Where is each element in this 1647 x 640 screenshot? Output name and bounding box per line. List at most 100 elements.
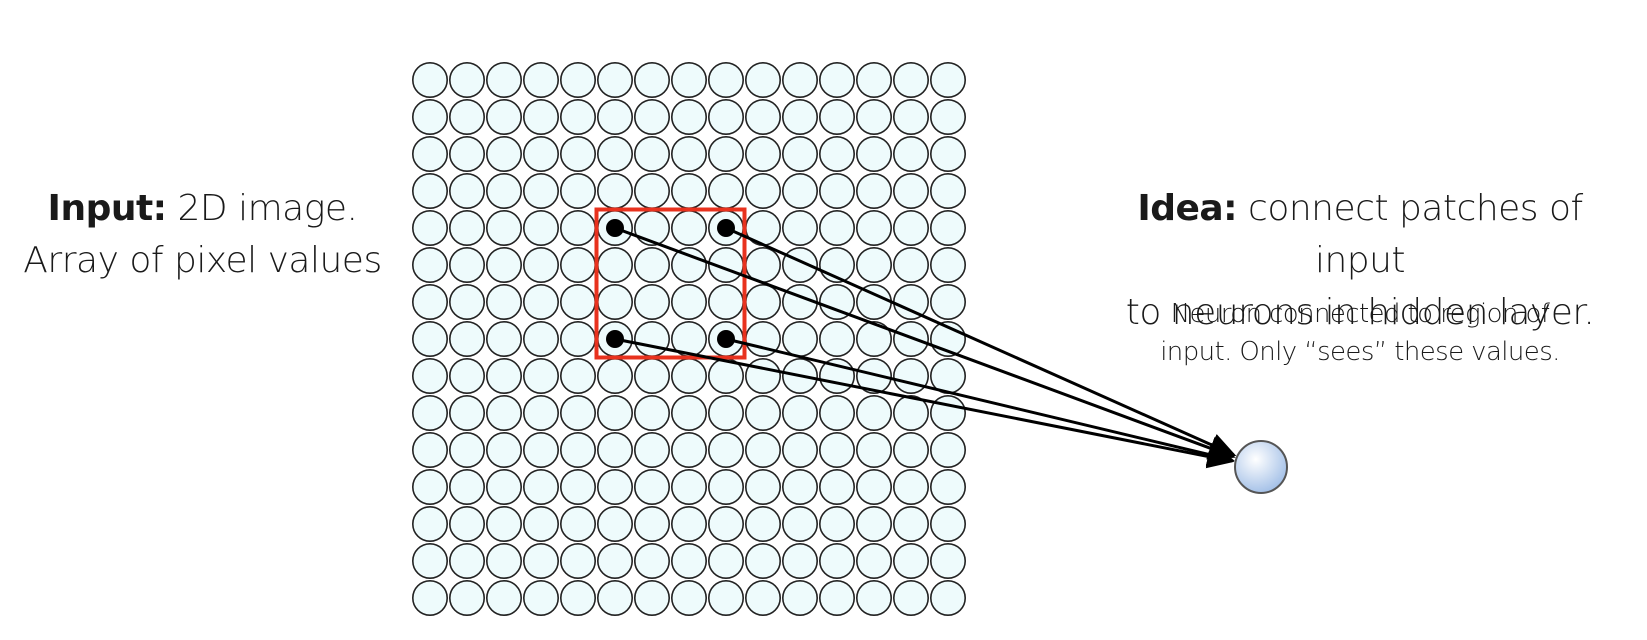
pixel-circle [559, 394, 596, 431]
pixel-circle [411, 61, 448, 99]
pixel-circle [522, 505, 559, 542]
neuron-note: Neuron connected to region of input. Onl… [1110, 295, 1610, 371]
pixel-circle [559, 61, 596, 99]
pixel-circle [448, 136, 485, 173]
pixel-circle [559, 247, 596, 284]
input-caption-bold: Input: [47, 188, 168, 229]
pixel-circle [818, 136, 855, 173]
pixel-circle [485, 357, 522, 394]
pixel-circle [559, 320, 596, 357]
pixel-circle [633, 283, 670, 320]
pixel-circle [448, 357, 485, 394]
pixel-circle [744, 468, 781, 505]
pixel-circle [411, 542, 448, 579]
pixel-circle [522, 136, 559, 173]
pixel-circle [559, 542, 596, 579]
pixel-circle [559, 357, 596, 394]
pixel-circle [485, 579, 522, 616]
connection-arrow [614, 226, 1236, 460]
pixel-circle [929, 99, 966, 136]
pixel-circle [559, 505, 596, 542]
pixel-circle [633, 431, 670, 468]
pixel-circle [855, 431, 892, 468]
hidden-neuron [1234, 440, 1288, 494]
pixel-circle [485, 283, 522, 320]
pixel-circle [744, 173, 781, 210]
neuron-note-line2: input. Only “sees” these values. [1160, 337, 1560, 367]
highlighted-pixel-dot [606, 330, 624, 348]
idea-caption-line1: Idea: connect patches of input [1090, 183, 1630, 287]
pixel-circle [448, 431, 485, 468]
pixel-circle [485, 210, 522, 247]
pixel-circle [818, 394, 855, 431]
pixel-circle [633, 394, 670, 431]
pixel-circle [744, 357, 781, 394]
pixel-circle [522, 394, 559, 431]
connection-arrow [725, 226, 1237, 457]
pixel-circle [818, 61, 855, 99]
pixel-circle [818, 99, 855, 136]
pixel-circle [670, 210, 707, 247]
input-caption-line2: Array of pixel values [23, 240, 382, 281]
pixel-circle [781, 136, 818, 173]
pixel-circle [633, 136, 670, 173]
pixel-circle [929, 579, 966, 616]
pixel-circle [596, 136, 633, 173]
pixel-circle [781, 579, 818, 616]
pixel-circle [744, 99, 781, 136]
pixel-circle [670, 542, 707, 579]
pixel-circle [781, 431, 818, 468]
pixel-circle [522, 61, 559, 99]
pixel-circle [744, 579, 781, 616]
pixel-circle [855, 468, 892, 505]
pixel-circle [485, 247, 522, 284]
highlighted-pixel-dot [606, 219, 624, 237]
pixel-circle [448, 247, 485, 284]
pixel-circle [781, 394, 818, 431]
pixel-circle [633, 99, 670, 136]
pixel-circle [670, 579, 707, 616]
pixel-circle [818, 431, 855, 468]
neuron-note-line1: Neuron connected to region of [1170, 299, 1550, 329]
pixel-circle [892, 283, 929, 320]
pixel-circle [522, 210, 559, 247]
pixel-circle [633, 579, 670, 616]
pixel-circle [818, 468, 855, 505]
pixel-circle [670, 357, 707, 394]
pixel-circle [855, 136, 892, 173]
pixel-circle [596, 99, 633, 136]
pixel-circle [929, 283, 966, 320]
pixel-circle [929, 173, 966, 210]
pixel-circle [781, 173, 818, 210]
pixel-circle [596, 394, 633, 431]
pixel-circle [411, 468, 448, 505]
pixel-circle [411, 320, 448, 357]
pixel-circle [559, 173, 596, 210]
pixel-circle [448, 283, 485, 320]
pixel-circle [559, 283, 596, 320]
pixel-circle [485, 320, 522, 357]
pixel-circle [448, 173, 485, 210]
pixel-circle [855, 542, 892, 579]
idea-caption-rest: connect patches of input [1248, 188, 1583, 281]
pixel-circle [485, 136, 522, 173]
pixel-circle [670, 394, 707, 431]
idea-caption: Idea: connect patches of input to neuron… [1090, 183, 1630, 339]
pixel-circle [781, 505, 818, 542]
pixel-circle [707, 283, 744, 320]
pixel-circle [892, 61, 929, 99]
pixel-circle [670, 505, 707, 542]
pixel-circle [448, 320, 485, 357]
pixel-circle [855, 394, 892, 431]
pixel-circle [929, 431, 966, 468]
pixel-circle [818, 173, 855, 210]
pixel-circle [485, 61, 522, 99]
pixel-circle [633, 505, 670, 542]
pixel-circle [411, 431, 448, 468]
pixel-circle [781, 61, 818, 99]
pixel-circle [596, 579, 633, 616]
pixel-circle [596, 468, 633, 505]
pixel-circle [892, 136, 929, 173]
pixel-circle [892, 99, 929, 136]
highlighted-pixel-dot [717, 219, 735, 237]
